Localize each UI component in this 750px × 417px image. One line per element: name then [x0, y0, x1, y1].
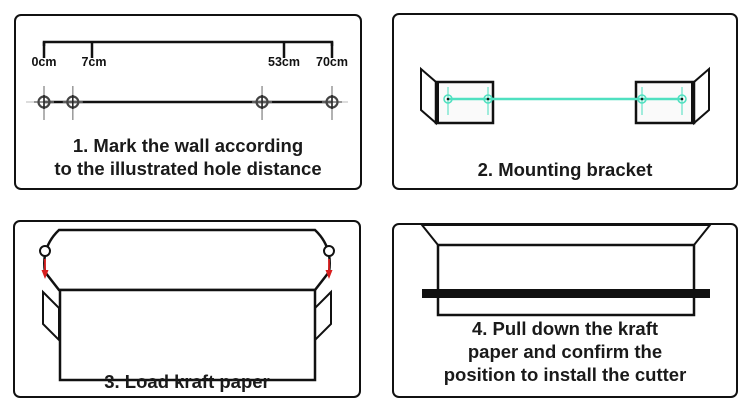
cutter-bar — [422, 289, 710, 298]
hole-marker-53 — [252, 86, 273, 120]
hole-label-0: 0cm — [31, 55, 56, 69]
dimension-bracket — [42, 40, 334, 46]
roll-axle-left — [39, 245, 51, 257]
step-1-caption: 1. Mark the wall according to the illust… — [16, 134, 360, 180]
mounting-bracket-diagram — [420, 66, 710, 126]
bracket-hole-2 — [483, 87, 493, 115]
step-4-panel: 4. Pull down the kraft paper and confirm… — [392, 223, 738, 398]
hole-marker-7 — [62, 86, 83, 120]
paper-roll — [43, 228, 331, 292]
left-bracket — [420, 66, 495, 126]
step-4-caption-line-2: paper and confirm the — [467, 341, 663, 362]
step-2-caption-line-1: 2. Mounting bracket — [477, 159, 653, 180]
bracket-hole-1 — [443, 87, 453, 115]
hole-distance-diagram: 0cm 7cm 53cm 70cm — [26, 40, 348, 120]
step-3-caption-line-1: 3. Load kraft paper — [104, 371, 270, 392]
paper-pulled-down — [436, 243, 696, 317]
step-3-panel: 3. Load kraft paper — [13, 220, 361, 398]
step-4-caption: 4. Pull down the kraft paper and confirm… — [394, 317, 736, 386]
right-side-bracket — [314, 289, 332, 343]
step-1-panel: 0cm 7cm 53cm 70cm 1. Mark the wall accor… — [14, 14, 362, 190]
load-paper-diagram — [39, 228, 335, 382]
hole-marker-70 — [322, 86, 342, 120]
left-down-arrow-icon — [41, 259, 49, 279]
step-1-caption-line-2: to the illustrated hole distance — [54, 158, 322, 179]
step-1-caption-line-1: 1. Mark the wall according — [72, 135, 304, 156]
step-4-caption-line-1: 4. Pull down the kraft — [471, 318, 659, 339]
step-2-caption: 2. Mounting bracket — [394, 158, 736, 181]
step-4-caption-line-3: position to install the cutter — [443, 364, 687, 385]
hole-marker-0 — [34, 86, 54, 120]
left-side-bracket — [42, 289, 60, 343]
paper-sheet — [58, 288, 317, 382]
right-down-arrow-icon — [325, 259, 333, 279]
hole-label-7: 7cm — [81, 55, 106, 69]
bracket-hole-4 — [677, 87, 687, 115]
bracket-hole-3 — [637, 87, 647, 115]
hole-label-70: 70cm — [316, 55, 348, 69]
right-bracket — [634, 66, 710, 126]
step-3-caption: 3. Load kraft paper — [15, 370, 359, 393]
step-2-panel: 2. Mounting bracket — [392, 13, 738, 190]
pull-paper-diagram — [420, 225, 712, 317]
roll-edge — [420, 225, 712, 246]
roll-axle-right — [323, 245, 335, 257]
hole-label-53: 53cm — [268, 55, 300, 69]
